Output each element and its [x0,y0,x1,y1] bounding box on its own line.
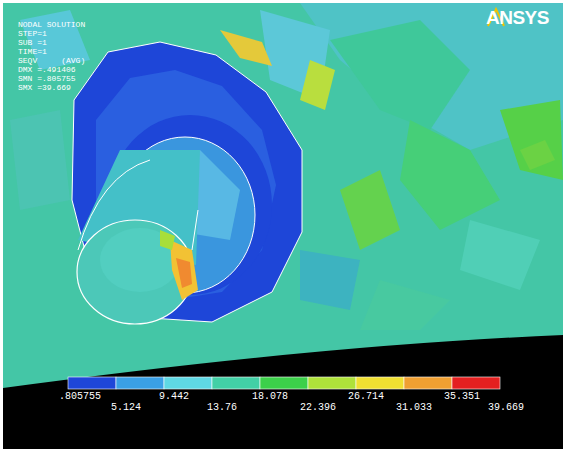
result-quantity: SEQV (AVG) [18,57,85,65]
colorbar-value: 13.76 [207,403,237,413]
colorbar-value: 31.033 [396,403,432,413]
max-displacement: DMX =.491406 [18,66,76,74]
colorbar-value: 35.351 [444,392,480,402]
min-stress: SMN =.805755 [18,75,76,83]
software-logo: ANSYS [486,8,549,27]
time-info: TIME=1 [18,48,47,56]
colorbar-value: .805755 [59,392,101,402]
colorbar-value: 5.124 [111,403,141,413]
colorbar-value: 18.078 [252,392,288,402]
max-stress: SMX =39.669 [18,84,71,92]
step-info: STEP=1 [18,30,47,38]
colorbar-value: 9.442 [159,392,189,402]
substep-info: SUB =1 [18,39,47,47]
colorbar-value: 39.669 [488,403,524,413]
colorbar-value: 26.714 [348,392,384,402]
colorbar-value: 22.396 [300,403,336,413]
plot-header: NODAL SOLUTION [18,21,85,29]
